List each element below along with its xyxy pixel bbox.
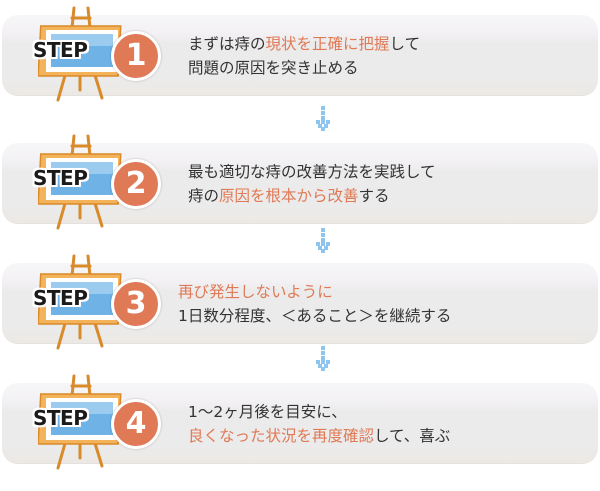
text-segment: 痔の (188, 187, 220, 205)
step-description: 1～2ヶ月後を目安に、良くなった状況を再度確認して、喜ぶ (188, 400, 450, 448)
step-label: STEP (33, 166, 88, 190)
highlighted-text: 再び発生しないように (178, 283, 333, 301)
step-label: STEP (33, 406, 88, 430)
easel-icon (37, 370, 130, 470)
text-segment: する (358, 187, 390, 205)
step-number-badge: 2 (111, 159, 161, 209)
step-description: まずは痔の現状を正確に把握して問題の原因を突き止める (188, 32, 420, 80)
step-number-badge: 3 (111, 279, 161, 329)
text-segment: して (389, 35, 421, 53)
text-segment: まずは痔の (188, 35, 266, 53)
text-segment: 1日数分程度、＜あること＞を継続する (178, 307, 452, 325)
step-1: STEP 1 まずは痔の現状を正確に把握して問題の原因を突き止める (0, 2, 600, 102)
text-segment: 問題の原因を突き止める (188, 59, 359, 77)
easel-icon (37, 130, 130, 230)
description-line-2: 痔の原因を根本から改善する (188, 184, 436, 208)
description-line-2: 良くなった状況を再度確認して、喜ぶ (188, 424, 450, 448)
step-3: STEP 3 再び発生しないように 1日数分程度、＜あること＞を継続する (0, 250, 600, 350)
description-line-1: 1～2ヶ月後を目安に、 (188, 400, 450, 424)
step-description: 再び発生しないように 1日数分程度、＜あること＞を継続する (178, 280, 451, 328)
down-arrow-icon (313, 346, 333, 371)
description-line-1: 最も適切な痔の改善方法を実践して (188, 160, 436, 184)
step-label: STEP (33, 286, 88, 310)
text-segment: して、喜ぶ (374, 427, 451, 445)
step-label: STEP (33, 38, 88, 62)
down-arrow-icon (313, 228, 333, 253)
text-segment: 1～2ヶ月後を目安に、 (188, 403, 347, 421)
highlighted-text: 原因を根本から改善 (219, 187, 359, 205)
highlighted-text: 良くなった状況を再度確認 (188, 427, 375, 445)
step-4: STEP 4 1～2ヶ月後を目安に、良くなった状況を再度確認して、喜ぶ (0, 370, 600, 470)
step-number-badge: 1 (111, 31, 161, 81)
step-description: 最も適切な痔の改善方法を実践して痔の原因を根本から改善する (188, 160, 436, 208)
description-line-1: 再び発生しないように (178, 280, 451, 304)
text-segment: 最も適切な痔の改善方法を実践して (188, 163, 436, 181)
step-number-badge: 4 (111, 399, 161, 449)
down-arrow-icon (313, 106, 333, 131)
easel-icon (37, 250, 130, 350)
highlighted-text: 現状を正確に把握 (265, 35, 390, 53)
description-line-2: 1日数分程度、＜あること＞を継続する (178, 304, 451, 328)
description-line-2: 問題の原因を突き止める (188, 56, 420, 80)
description-line-1: まずは痔の現状を正確に把握して (188, 32, 420, 56)
